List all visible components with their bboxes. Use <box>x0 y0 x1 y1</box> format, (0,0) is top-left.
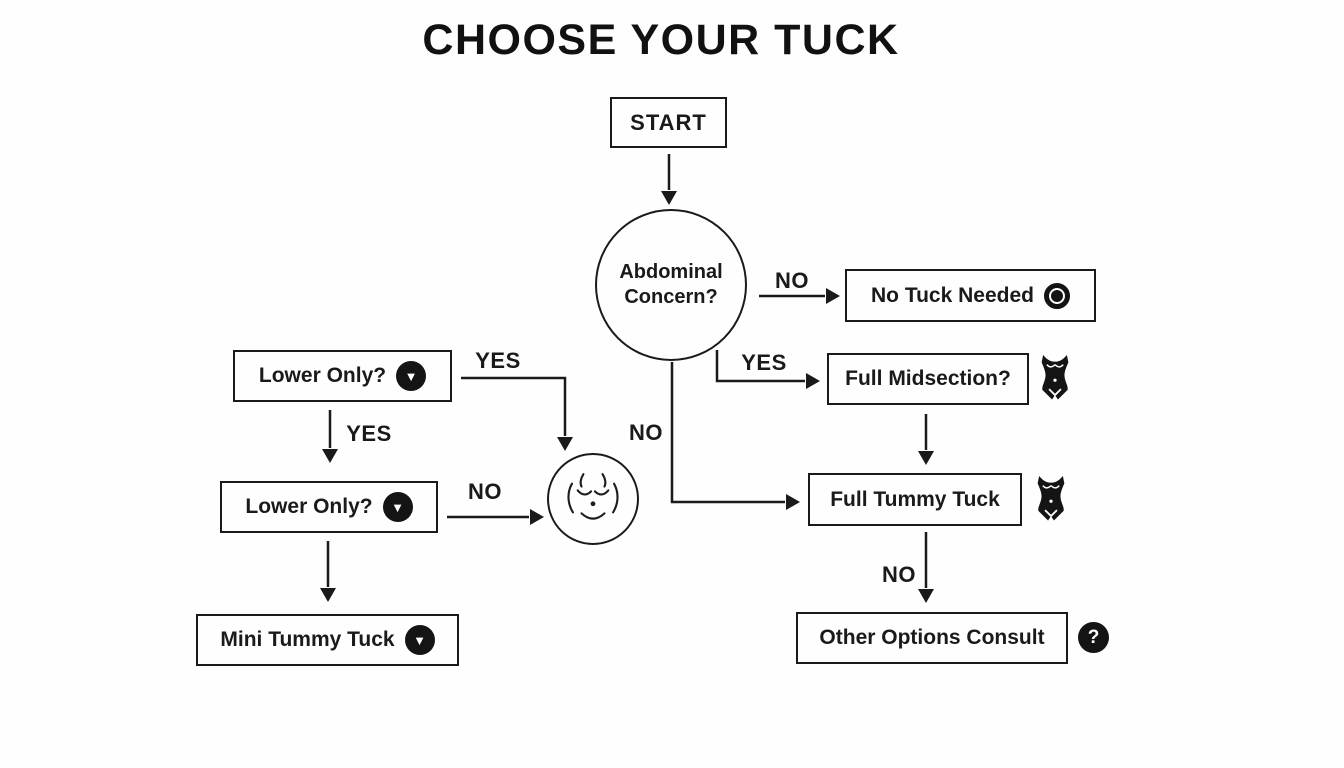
node-start-label: START <box>630 109 707 135</box>
connector-lower1-yes-right-elbow <box>461 376 573 451</box>
node-full-midsection-label: Full Midsection? <box>845 367 1011 390</box>
connector-lower1-to-lower2 <box>322 410 338 463</box>
chevron-down-circle-icon: ▼ <box>404 625 435 655</box>
node-abdominal-concern: Abdominal Concern? <box>595 209 747 361</box>
edge-label-lower1-yes-down: YES <box>346 421 392 446</box>
connector-abdominal-no-right <box>759 288 840 304</box>
question-glyph: ? <box>1087 627 1100 648</box>
connector-start-to-abdominal <box>661 154 677 205</box>
page-title: CHOOSE YOUR TUCK <box>422 16 900 64</box>
chevron-down-glyph: ▼ <box>413 632 427 648</box>
connector-lower2-no-right <box>447 509 544 525</box>
edge-label-lower1-yes-right: YES <box>475 348 521 373</box>
torso-icon <box>1040 355 1070 406</box>
node-abdomen-art-circle <box>547 453 639 545</box>
connector-fullmid-to-fulltuck <box>918 414 934 465</box>
chevron-down-circle-icon: ▼ <box>396 361 427 391</box>
node-other-options-consult: Other Options Consult <box>796 612 1068 664</box>
edge-label-abdominal-no-down: NO <box>629 420 663 445</box>
node-full-tummy-tuck-label: Full Tummy Tuck <box>830 487 1000 511</box>
edge-label-abdominal-yes-right: YES <box>741 350 787 375</box>
torso-icon <box>1036 476 1066 527</box>
record-icon <box>1043 282 1070 309</box>
node-other-options-consult-label: Other Options Consult <box>819 626 1045 649</box>
connector-abdominal-no-down-elbow <box>670 362 800 510</box>
edge-label-full-tummy-no-down: NO <box>882 562 916 587</box>
chevron-down-glyph: ▼ <box>404 368 418 384</box>
edge-label-lower2-no-right: NO <box>468 479 502 504</box>
node-abdominal-concern-label: Abdominal Concern? <box>619 261 723 308</box>
connector-fulltuck-to-other <box>918 532 934 603</box>
node-lower-only-2-label: Lower Only? <box>245 495 373 518</box>
chevron-down-circle-icon: ▼ <box>382 492 413 522</box>
node-no-tuck-needed-label: No Tuck Needed <box>871 283 1034 307</box>
chevron-down-glyph: ▼ <box>391 499 405 515</box>
node-lower-only-2: Lower Only? ▼ <box>220 481 438 533</box>
node-no-tuck-needed: No Tuck Needed <box>845 269 1096 322</box>
node-full-midsection: Full Midsection? <box>827 353 1029 405</box>
node-full-tummy-tuck: Full Tummy Tuck <box>808 473 1022 526</box>
connector-lower2-to-mini <box>320 541 336 602</box>
question-icon: ? <box>1078 622 1109 653</box>
abdomen-line-art-icon <box>567 473 619 520</box>
node-lower-only-1-label: Lower Only? <box>258 364 387 387</box>
node-mini-tummy-tuck: Mini Tummy Tuck ▼ <box>196 614 459 666</box>
node-mini-tummy-tuck-label: Mini Tummy Tuck <box>220 628 395 651</box>
connector-abdominal-yes-elbow <box>715 350 820 389</box>
node-start: START <box>610 97 727 148</box>
node-lower-only-1: Lower Only? ▼ <box>233 350 452 402</box>
edge-label-abdominal-no-right: NO <box>775 268 809 293</box>
